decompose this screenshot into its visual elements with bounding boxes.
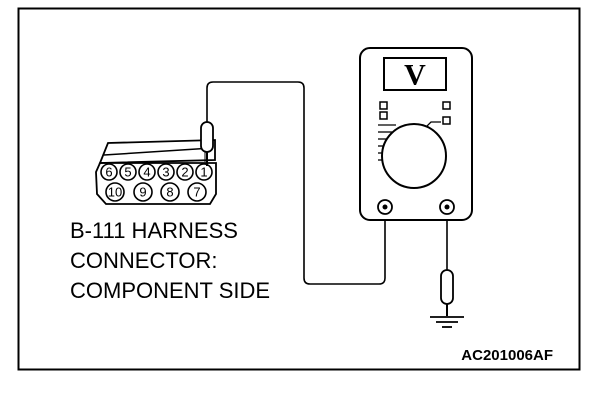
connector-top-row: 6 5 4 3 2 1 [100, 163, 213, 181]
connector-pin: 8 [160, 182, 180, 202]
figure-frame [17, 7, 581, 371]
connector-top-face [98, 139, 216, 164]
pin-label: 6 [105, 165, 112, 180]
pin-label: 7 [193, 185, 200, 200]
connector-pin: 6 [100, 163, 118, 181]
caption-line: COMPONENT SIDE [70, 278, 270, 303]
connector-caption: B-111 HARNESS CONNECTOR: COMPONENT SIDE [70, 218, 270, 303]
ground-symbol-icon [430, 316, 464, 328]
meter-range-marker [442, 116, 451, 125]
pin-label: 5 [124, 165, 131, 180]
connector-bottom-row: 10 9 8 7 [105, 182, 207, 202]
caption-line: CONNECTOR: [70, 248, 218, 273]
pin-label: 8 [166, 185, 173, 200]
meter-jack-v-inner [444, 204, 450, 210]
pin-label: 3 [162, 165, 169, 180]
connector-pin: 4 [138, 163, 156, 181]
pin-label: 10 [108, 185, 122, 200]
connector-pin: 10 [105, 182, 125, 202]
meter-range-marker [442, 101, 451, 110]
meter-display-label: V [404, 59, 426, 92]
connector-pin: 2 [176, 163, 194, 181]
figure-id: AC201006AF [461, 347, 553, 364]
caption-line: B-111 HARNESS [70, 218, 238, 243]
meter-jack-com-inner [382, 204, 388, 210]
pin-label: 4 [143, 165, 150, 180]
test-lead-wire [206, 81, 386, 285]
meter-selector-dial[interactable] [381, 123, 447, 189]
connector-pin: 7 [187, 182, 207, 202]
pin-label: 2 [181, 165, 188, 180]
harness-connector: 6 5 4 3 2 1 [95, 139, 217, 205]
ground-probe-icon [440, 269, 454, 316]
voltmeter-icon: V [359, 47, 473, 221]
connector-pin: 9 [133, 182, 153, 202]
pin-label: 9 [139, 185, 146, 200]
pin-label: 1 [200, 165, 207, 180]
connector-top-face-edge [103, 147, 213, 156]
connector-pin: 1 [195, 163, 213, 181]
connector-pin: 3 [157, 163, 175, 181]
meter-range-marker [379, 111, 388, 120]
connector-body [95, 162, 217, 205]
meter-range-marker [379, 101, 388, 110]
meter-display [383, 57, 447, 91]
connector-pin: 5 [119, 163, 137, 181]
